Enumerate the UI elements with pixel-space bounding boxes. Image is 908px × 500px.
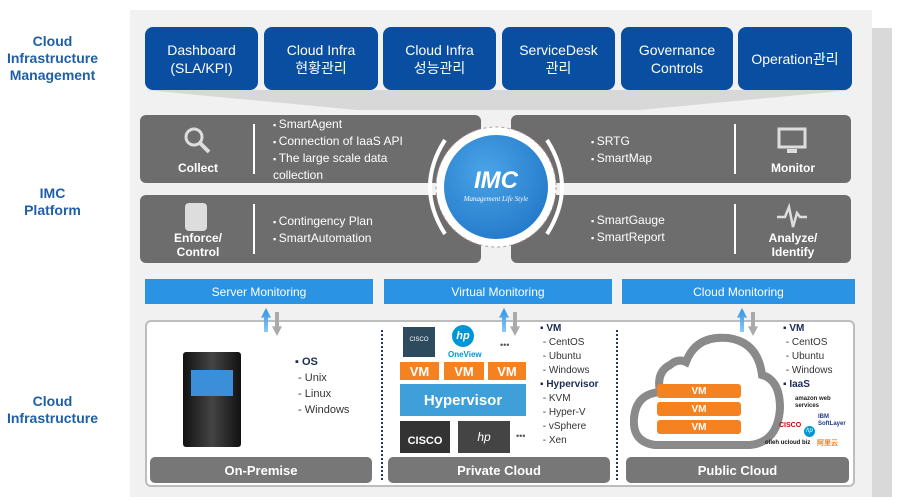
ellipsis: ••• <box>516 431 526 441</box>
section-label-infra: Cloud Infrastructure <box>6 393 99 426</box>
imc-logo: IMC Management Life Style <box>444 135 548 239</box>
public-cloud-label: Public Cloud <box>626 457 849 483</box>
collect-item: SmartAgent <box>273 116 403 133</box>
infra-status-button[interactable]: Cloud Infra 현황관리 <box>264 27 378 90</box>
list-item: CentOS <box>548 337 585 348</box>
vm-block: VM <box>657 384 741 398</box>
analyze-label: Analyze/ Identify <box>768 231 818 259</box>
analyze-item: SmartReport <box>591 229 665 246</box>
analyze-box: SmartGauge SmartReport Analyze/ Identify <box>511 195 851 263</box>
section-label-platform: IMC Platform <box>24 185 81 218</box>
hypervisor-block: Hypervisor <box>400 384 526 416</box>
ibm-softlayer-logo: IBM SoftLayer <box>818 414 846 427</box>
os-heading: OS <box>301 356 318 368</box>
vm-heading: VM <box>789 323 805 334</box>
os-item: Unix <box>304 372 327 384</box>
collect-box: Collect SmartAgent Connection of IaaS AP… <box>140 115 481 183</box>
list-item: Ubuntu <box>548 351 582 362</box>
hp-logo: hp <box>452 325 474 347</box>
vm-heading: VM <box>546 323 562 334</box>
imc-logo-text: IMC <box>474 167 518 194</box>
aliyun-logo: 阿里云 <box>817 440 838 447</box>
up-arrow-icon <box>261 308 271 332</box>
section-label-management: Cloud Infrastructure Management <box>6 33 99 83</box>
monitor-icon <box>777 127 807 153</box>
private-cloud-label: Private Cloud <box>388 457 610 483</box>
cloud-monitoring-bar: Cloud Monitoring <box>622 279 855 304</box>
funnel-connector <box>145 90 852 110</box>
servicedesk-button[interactable]: ServiceDesk 관리 <box>502 27 615 90</box>
hypervisor-heading: Hypervisor <box>546 379 599 390</box>
os-item: Linux <box>304 388 332 400</box>
monitor-box: SRTG SmartMap Monitor <box>511 115 851 183</box>
enforce-box: Enforce/ Control Contingency Plan SmartA… <box>140 195 481 263</box>
list-item: CentOS <box>791 337 828 348</box>
monitor-label: Monitor <box>771 161 815 175</box>
vm-block: VM <box>657 402 741 416</box>
cisco-server-image: CISCO <box>400 421 450 453</box>
public-cloud-list: ▪ VM - CentOS - Ubuntu - Windows ▪ IaaS <box>783 323 833 390</box>
list-item: Windows <box>548 365 590 376</box>
ellipsis: ••• <box>500 340 510 350</box>
enforce-item: SmartAutomation <box>273 230 373 247</box>
imc-tagline: Management Life Style <box>463 195 529 203</box>
enforce-label: Enforce/ Control <box>173 231 222 259</box>
background-shadow <box>872 28 892 497</box>
amazon-logo: amazon web services <box>795 396 831 409</box>
enforce-item: Contingency Plan <box>273 213 373 230</box>
private-cloud-list: ▪ VM - CentOS - Ubuntu - Windows ▪ Hyper… <box>540 323 599 446</box>
hp-logo: hp <box>804 426 815 437</box>
vm-block: VM <box>400 362 439 380</box>
magnifier-icon <box>184 127 211 154</box>
down-arrow-icon <box>272 312 282 336</box>
olleh-ucloud-logo: olleh ucloud biz <box>765 440 811 446</box>
iaas-heading: IaaS <box>789 379 810 390</box>
server-monitoring-bar: Server Monitoring <box>145 279 373 304</box>
list-item: Hyper-V <box>548 407 586 418</box>
list-item: vSphere <box>548 421 587 432</box>
cisco-ucs-logo: CISCO <box>403 327 435 357</box>
list-item: Ubuntu <box>791 351 825 362</box>
down-arrow-icon <box>748 312 758 336</box>
hp-server-image: hp <box>458 421 510 453</box>
divider <box>616 330 618 480</box>
dashboard-button[interactable]: Dashboard (SLA/KPI) <box>145 27 258 90</box>
os-item: Windows <box>304 404 350 416</box>
operation-button[interactable]: Operation관리 <box>738 27 852 90</box>
monitor-item: SmartMap <box>591 150 652 167</box>
notebook-icon <box>185 203 207 231</box>
analyze-item: SmartGauge <box>591 212 665 229</box>
list-item: Windows <box>791 365 833 376</box>
os-list: ▪ OS - Unix - Linux - Windows <box>295 356 350 416</box>
oneview-label: OneView <box>448 350 482 359</box>
infra-performance-button[interactable]: Cloud Infra 성능관리 <box>383 27 496 90</box>
down-arrow-icon <box>510 312 520 336</box>
cisco-logo: CISCO <box>779 422 802 429</box>
collect-label: Collect <box>177 161 218 175</box>
virtual-monitoring-bar: Virtual Monitoring <box>384 279 612 304</box>
on-premise-label: On-Premise <box>150 457 372 483</box>
monitor-item: SRTG <box>591 133 652 150</box>
collect-item: The large scale data collection <box>273 150 398 183</box>
vm-block: VM <box>488 362 526 380</box>
vm-block: VM <box>444 362 484 380</box>
up-arrow-icon <box>737 308 747 332</box>
up-arrow-icon <box>499 308 509 332</box>
governance-button[interactable]: Governance Controls <box>621 27 733 90</box>
collect-item: Connection of IaaS API <box>273 133 403 150</box>
server-rack-icon <box>183 352 241 447</box>
pulse-icon <box>777 203 807 228</box>
list-item: KVM <box>548 393 571 404</box>
vm-block: VM <box>657 420 741 434</box>
list-item: Xen <box>548 435 567 446</box>
divider <box>381 330 383 480</box>
